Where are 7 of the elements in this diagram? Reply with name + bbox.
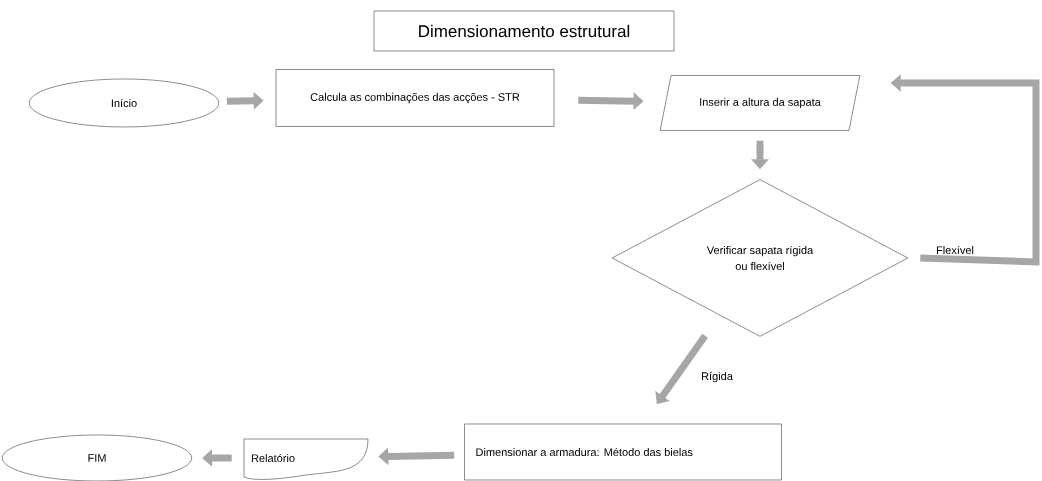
document-box: Relatório — [243, 438, 369, 480]
process-box: Dimensionar a armadura: Método das bielas — [464, 423, 782, 481]
process-box: Calcula as combinações das acções - STR — [275, 69, 555, 127]
title-box: Dimensionamento estrutural — [373, 10, 675, 52]
edge-label: Rígida — [700, 370, 734, 384]
edge-label: Flexível — [935, 244, 975, 256]
input-parallelogram: Inserir a altura da sapata — [659, 75, 861, 131]
